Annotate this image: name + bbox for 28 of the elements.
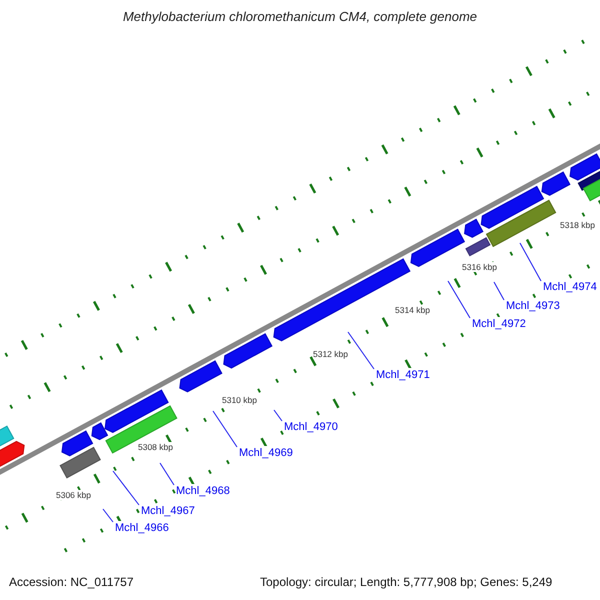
gene-label: Mchl_4966: [115, 521, 169, 535]
gene-label: Mchl_4971: [376, 368, 430, 382]
leader-line: [494, 282, 504, 300]
leader-line: [520, 242, 542, 282]
scale-label: 5314 kbp: [395, 305, 430, 315]
scale-label: 5318 kbp: [560, 220, 595, 230]
leader-line: [274, 410, 282, 422]
leader-line: [112, 470, 140, 506]
gene-label: Mchl_4974: [543, 280, 597, 294]
footer-text: Accession: NC_011757: [9, 575, 134, 589]
scale-label: 5308 kbp: [138, 442, 173, 452]
leader-line: [102, 508, 114, 522]
scale-label: 5316 kbp: [462, 262, 497, 272]
scale-label: 5306 kbp: [56, 490, 91, 500]
leader-line: [448, 280, 470, 318]
leader-line: [348, 332, 374, 370]
leader-line: [212, 410, 238, 448]
gene-label: Mchl_4968: [176, 484, 230, 498]
gene-label: Mchl_4973: [506, 299, 560, 313]
gene-label: Mchl_4970: [284, 420, 338, 434]
gene-label: Mchl_4972: [472, 317, 526, 331]
title: Methylobacterium chloromethanicum CM4, complete genome: [122, 9, 478, 24]
leader-line: [160, 462, 174, 486]
gene-label: Mchl_4969: [239, 446, 293, 460]
footer-text: Topology: circular; Length: 5,777,908 bp; Genes: 5,249: [260, 575, 552, 589]
gene-label: Mchl_4967: [141, 504, 195, 518]
scale-label: 5312 kbp: [313, 349, 348, 359]
scale-label: 5310 kbp: [222, 395, 257, 405]
